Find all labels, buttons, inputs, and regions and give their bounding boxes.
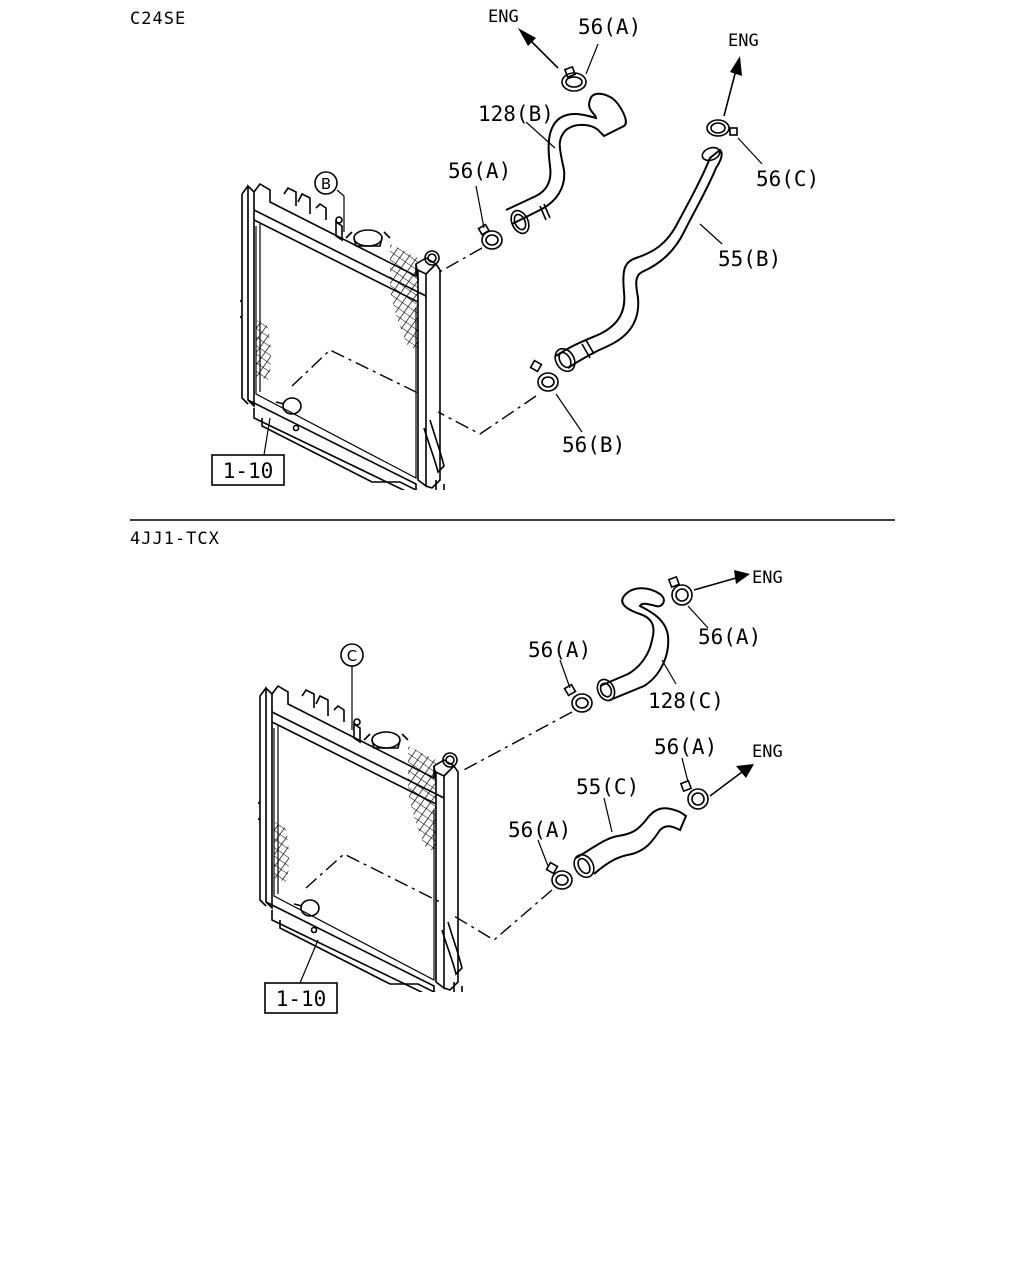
eng-arrow-upper: ENG xyxy=(693,568,783,591)
coolant-path-dashed xyxy=(291,349,421,395)
svg-text:128(B): 128(B) xyxy=(478,102,554,126)
upper-hose-128b: 128(B) xyxy=(478,92,627,235)
svg-text:ENG: ENG xyxy=(488,7,519,27)
svg-text:56(C): 56(C) xyxy=(756,167,819,191)
svg-text:56(A): 56(A) xyxy=(508,818,571,842)
eng-arrow-upper: ENG xyxy=(488,7,559,69)
upper-hose-128c: 128(C) xyxy=(596,587,724,713)
coolant-path-dashed xyxy=(305,853,441,903)
svg-text:56(A): 56(A) xyxy=(654,735,717,759)
clamp-upper-engine: 56(A) xyxy=(667,575,761,649)
eng-arrow-lower: ENG xyxy=(723,31,759,117)
svg-text:ENG: ENG xyxy=(752,742,783,762)
callout-b: B xyxy=(314,171,345,232)
svg-text:ENG: ENG xyxy=(728,31,759,51)
engine-code-label: 4JJ1-TCX xyxy=(130,529,220,549)
radiator-ref-box: 1-10 xyxy=(264,939,338,1014)
svg-text:56(A): 56(A) xyxy=(528,638,591,662)
engine-code-label: C24SE xyxy=(130,9,186,29)
clamp-lower-engine: 56(A) xyxy=(654,735,717,810)
radiator-ref-box: 1-10 xyxy=(211,417,285,486)
svg-text:56(A): 56(A) xyxy=(578,15,641,39)
svg-text:C: C xyxy=(347,647,357,665)
lower-hose-55c: 55(C) xyxy=(573,775,688,879)
section-4jj1-tcx: 4JJ1-TCX C 1-10 128(C) xyxy=(130,529,783,1014)
clamp-lower-engine: 56(C) xyxy=(706,119,819,191)
callout-c: C xyxy=(340,643,364,730)
svg-text:1-10: 1-10 xyxy=(276,987,327,1011)
svg-text:55(B): 55(B) xyxy=(718,247,781,271)
clamp-upper-radiator: 56(A) xyxy=(435,159,511,275)
svg-text:56(A): 56(A) xyxy=(448,159,511,183)
radiator-drawing xyxy=(240,183,445,490)
lower-hose-55b: 55(B) xyxy=(554,146,781,373)
svg-text:1-10: 1-10 xyxy=(223,459,274,483)
svg-text:B: B xyxy=(321,175,331,193)
radiator-drawing xyxy=(258,685,463,992)
clamp-lower-radiator: 56(B) xyxy=(437,359,625,457)
eng-arrow-lower: ENG xyxy=(709,742,783,797)
svg-text:55(C): 55(C) xyxy=(576,775,639,799)
svg-text:56(A): 56(A) xyxy=(698,625,761,649)
clamp-upper-engine: 56(A) xyxy=(561,15,641,92)
clamp-lower-radiator: 56(A) xyxy=(453,818,573,941)
clamp-upper-radiator: 56(A) xyxy=(459,638,593,773)
svg-text:128(C): 128(C) xyxy=(648,689,724,713)
section-c24se: C24SE B 1-10 128(B) xyxy=(130,7,819,490)
svg-text:ENG: ENG xyxy=(752,568,783,588)
svg-text:56(B): 56(B) xyxy=(562,433,625,457)
